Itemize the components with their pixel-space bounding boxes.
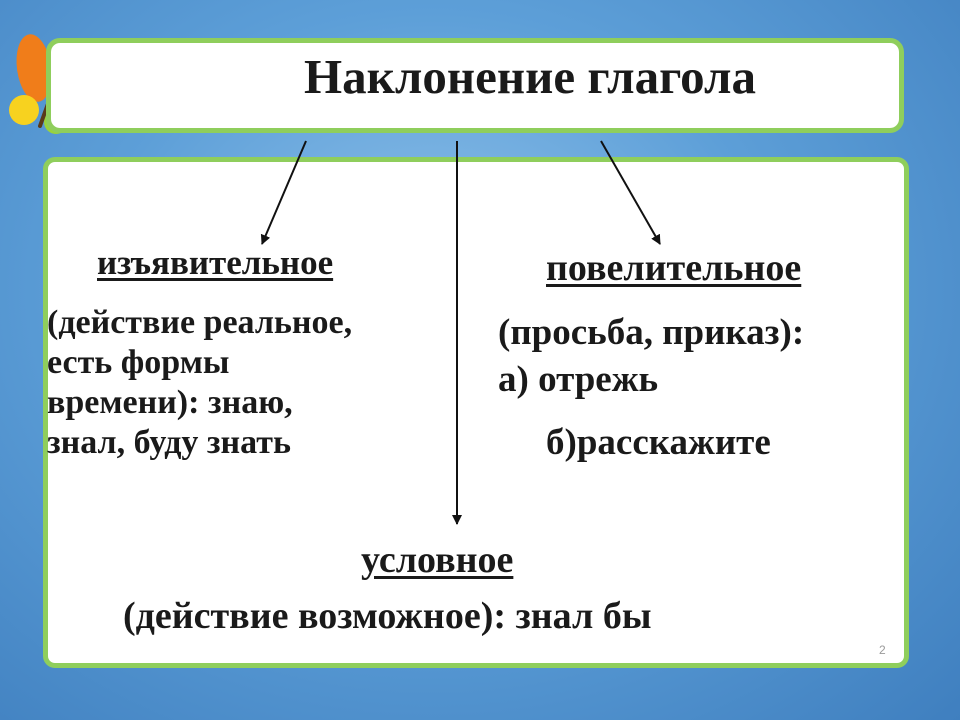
indicative-line: знал, буду знать <box>47 424 291 461</box>
imperative-heading: повелительное <box>546 247 802 289</box>
title-box <box>46 38 904 133</box>
imperative-description: (просьба, приказ): <box>498 312 805 353</box>
page-number: 2 <box>879 643 886 657</box>
content-box <box>43 157 909 668</box>
imperative-example-a: а) отрежь <box>498 359 659 400</box>
indicative-description: (действие реальное, есть формы времени):… <box>47 303 352 463</box>
indicative-line: (действие реальное, <box>47 304 353 341</box>
conditional-heading: условное <box>361 539 514 581</box>
imperative-example-b: б)расскажите <box>546 422 771 463</box>
indicative-line: времени): знаю, <box>47 384 293 421</box>
page-title: Наклонение глагола <box>304 49 756 104</box>
conditional-description: (действие возможное): знал бы <box>123 595 652 637</box>
indicative-heading: изъявительное <box>97 243 334 282</box>
indicative-line: есть формы <box>47 344 230 381</box>
